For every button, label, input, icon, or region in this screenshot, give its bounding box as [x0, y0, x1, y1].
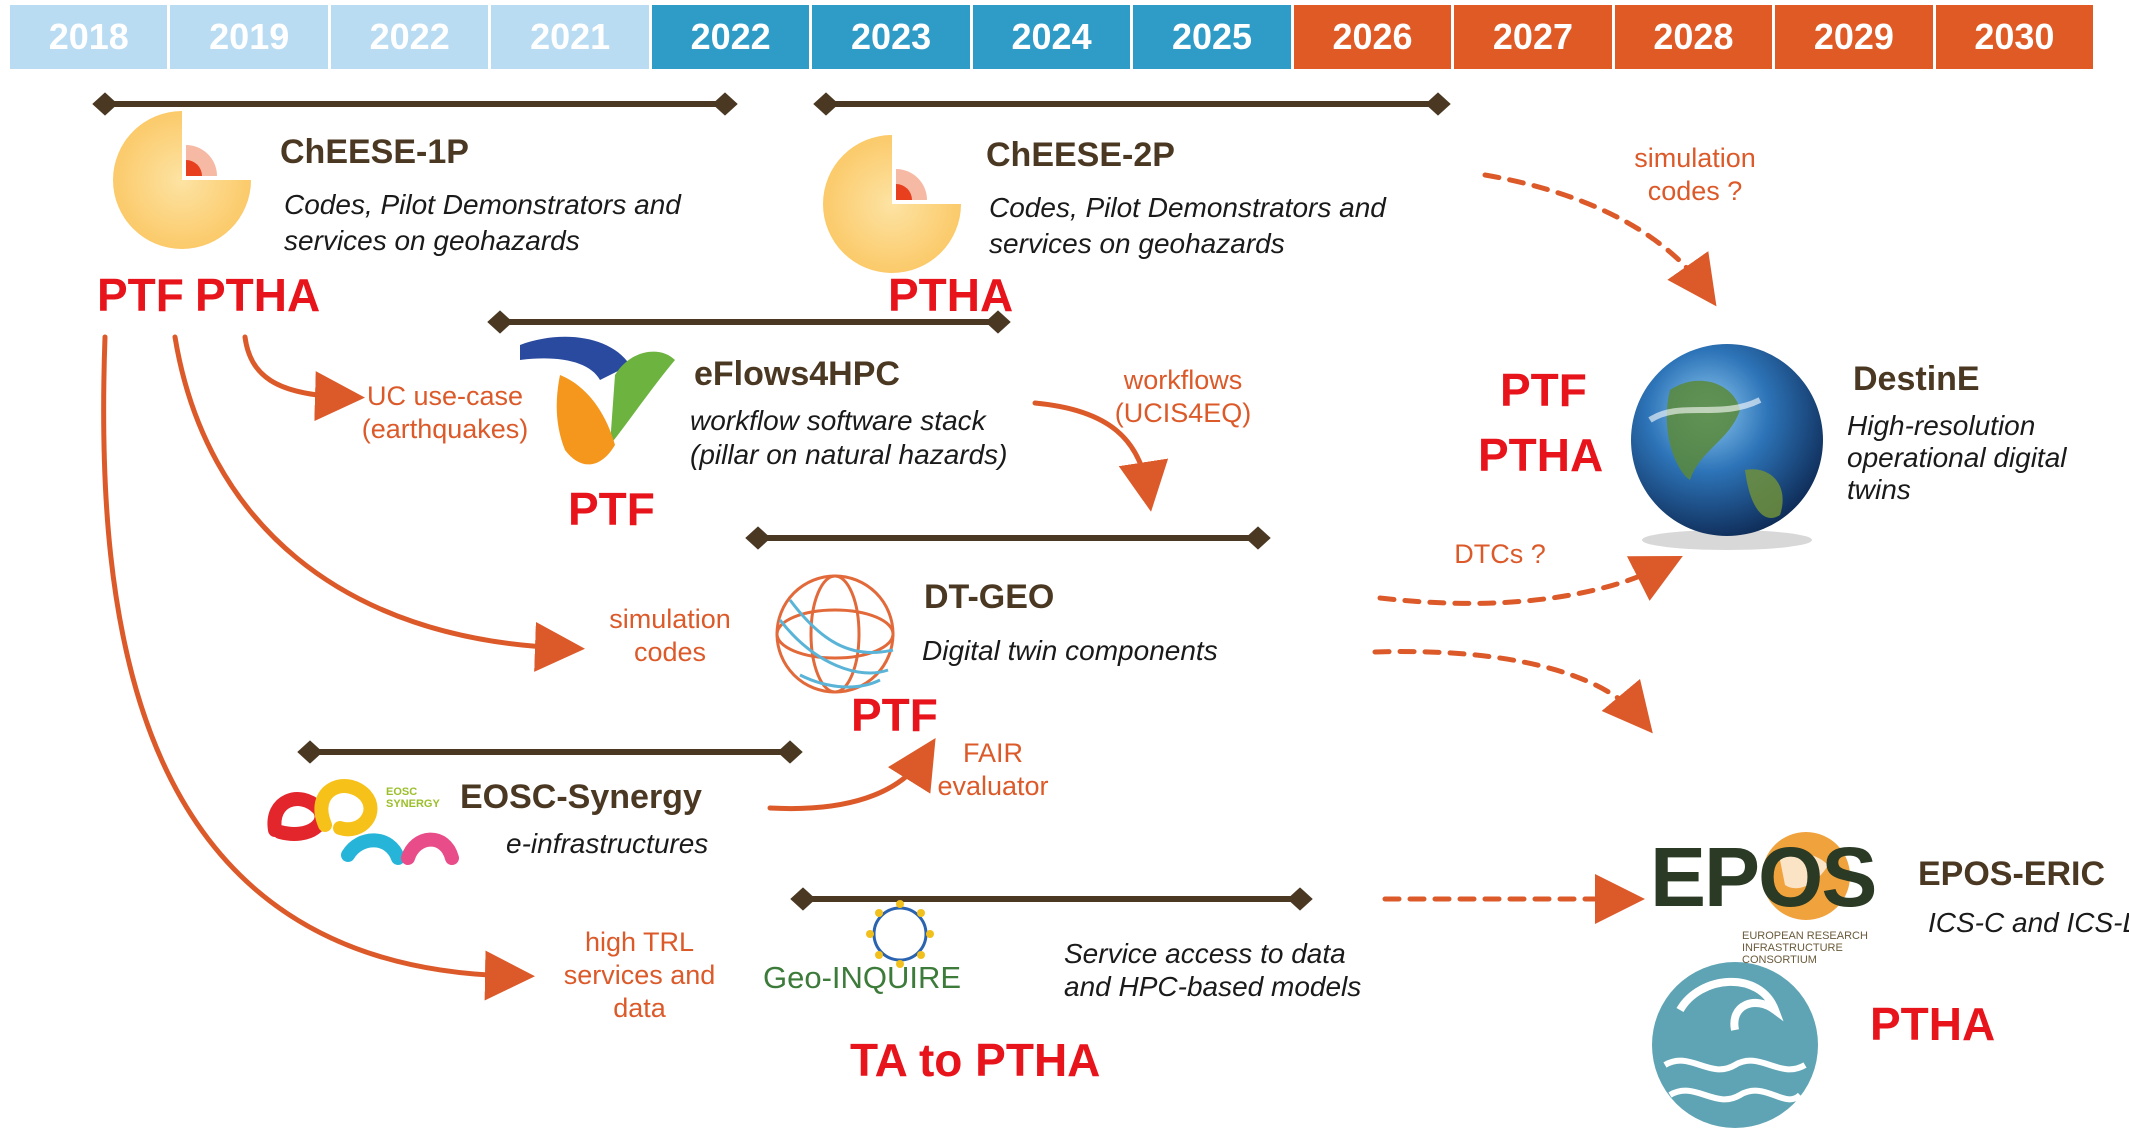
high-trl-label: high TRL services and data [552, 926, 727, 1025]
year-cell: 2026 [1293, 5, 1455, 69]
duration-bar-dtgeo [745, 526, 1271, 550]
fair-line2: evaluator [937, 771, 1049, 801]
eosc-logo-text: EOSC SYNERGY [386, 786, 440, 810]
cheese1p-logo [113, 111, 251, 249]
year-cell: 2028 [1614, 5, 1776, 69]
epos-logo-sub2: INFRASTRUCTURE [1742, 942, 1843, 954]
duration-bar-cheese1p [92, 92, 738, 116]
high-trl-line2: services and [563, 960, 716, 990]
duration-bar-geoinquire [790, 887, 1313, 911]
eflows-desc-line2: (pillar on natural hazards) [690, 439, 1008, 470]
arrow-fair [767, 738, 936, 812]
fair-label: FAIR evaluator [928, 737, 1058, 803]
dtgeo-tag-ptf: PTF [851, 689, 938, 741]
cheese2p-desc-line2: services on geohazards [989, 228, 1285, 259]
geoinquire-desc-line2: and HPC-based models [1064, 971, 1362, 1002]
cheese2p-desc-line1: Codes, Pilot Demonstrators and [989, 192, 1386, 223]
destine-desc-line1: High-resolution [1847, 410, 2036, 441]
arrow-to-uc-case [242, 334, 365, 422]
dtgeo-desc: Digital twin components [922, 635, 1218, 666]
destine-title: DestinE [1853, 360, 1980, 398]
wave-logo [1652, 962, 1818, 1128]
workflows-line1: workflows [1123, 365, 1243, 395]
sim-codes-line2: codes [633, 637, 707, 667]
destine-desc-line3: twins [1847, 474, 1911, 505]
uc-case-line1: UC use-case [366, 381, 524, 411]
epos-logo-sub1: EUROPEAN RESEARCH [1742, 930, 1868, 942]
year-cell: 2025 [1133, 5, 1294, 69]
destine-tag-ptf: PTF [1500, 364, 1587, 416]
cheese1p-title: ChEESE-1P [280, 133, 469, 171]
eflows-tag-ptf: PTF [568, 483, 655, 535]
year-cell: 2023 [812, 5, 973, 69]
eflows-desc-line1: workflow software stack [690, 405, 986, 436]
destine-globe-logo [1631, 344, 1823, 550]
uc-case-label: UC use-case (earthquakes) [355, 380, 535, 446]
epos-desc: ICS-C and ICS-D [1928, 907, 2129, 938]
fair-line1: FAIR [962, 738, 1023, 768]
high-trl-line1: high TRL [584, 927, 695, 957]
workflows-label: workflows (UCIS4EQ) [1098, 364, 1268, 430]
arrow-dt-to-epos [1372, 649, 1653, 734]
year-cell: 2022 [330, 5, 492, 69]
duration-bar-eflows [487, 310, 1011, 334]
epos-logo-text: EPOS [1650, 830, 1877, 924]
cheese1p-tag-ptf: PTF [97, 269, 184, 321]
cheese2p-logo [823, 135, 961, 273]
year-cell: 2019 [170, 5, 331, 69]
sim-codes-q-label: simulation codes ? [1605, 142, 1785, 208]
workflows-line2: (UCIS4EQ) [1114, 398, 1252, 428]
arrow-to-sim-codes [172, 334, 585, 672]
eflows-logo [520, 336, 675, 465]
year-cell: 2030 [1935, 5, 2097, 69]
arrow-sim-codes-q [1482, 172, 1717, 307]
uc-case-line2: (earthquakes) [361, 414, 529, 444]
arrow-dtcs [1377, 555, 1683, 606]
epos-logo [1762, 832, 1850, 920]
year-cell: 2024 [972, 5, 1134, 69]
duration-bar-cheese2p [813, 92, 1451, 116]
epos-logo-sub3: CONSORTIUM [1742, 954, 1817, 966]
geoinquire-tag: TA to PTHA [850, 1034, 1101, 1086]
high-trl-line3: data [613, 993, 666, 1023]
eflows-title: eFlows4HPC [694, 355, 900, 393]
cheese1p-tag-ptha: PTHA [195, 269, 321, 321]
year-cell: 2018 [10, 5, 171, 69]
epos-tag-ptha: PTHA [1870, 998, 1996, 1050]
sim-codes-q-line1: simulation [1634, 143, 1756, 173]
year-cell: 2022 [651, 5, 813, 69]
dtgeo-logo [775, 574, 895, 694]
sim-codes-q-line2: codes ? [1647, 176, 1743, 206]
year-cell: 2029 [1775, 5, 1936, 69]
arrow-workflows [1032, 400, 1169, 512]
cheese1p-desc-line2: services on geohazards [284, 225, 580, 256]
eosc-title: EOSC-Synergy [460, 778, 702, 816]
destine-desc-line2: operational digital [1847, 442, 2067, 473]
epos-title: EPOS-ERIC [1918, 855, 2106, 893]
eosc-desc: e-infrastructures [506, 828, 709, 859]
dtgeo-title: DT-GEO [924, 578, 1055, 616]
destine-tag-ptha: PTHA [1478, 429, 1604, 481]
year-cell: 2027 [1454, 5, 1615, 69]
year-cell: 2021 [491, 5, 652, 69]
dtcs-line1: DTCs ? [1454, 539, 1546, 569]
eosc-synergy-logo [267, 779, 459, 865]
geoinquire-logo-text: Geo-INQUIRE [763, 960, 962, 995]
geoinquire-desc-line1: Service access to data [1064, 938, 1346, 969]
duration-bar-eosc [297, 740, 803, 764]
sim-codes-label: simulation codes [585, 603, 755, 669]
geoinquire-logo [866, 900, 934, 968]
dtcs-label: DTCs ? [1440, 538, 1560, 571]
cheese2p-tag-ptha: PTHA [888, 269, 1014, 321]
arrow-to-high-trl [101, 334, 535, 1001]
cheese2p-title: ChEESE-2P [986, 136, 1175, 174]
cheese1p-desc-line1: Codes, Pilot Demonstrators and [284, 189, 681, 220]
sim-codes-line1: simulation [609, 604, 731, 634]
